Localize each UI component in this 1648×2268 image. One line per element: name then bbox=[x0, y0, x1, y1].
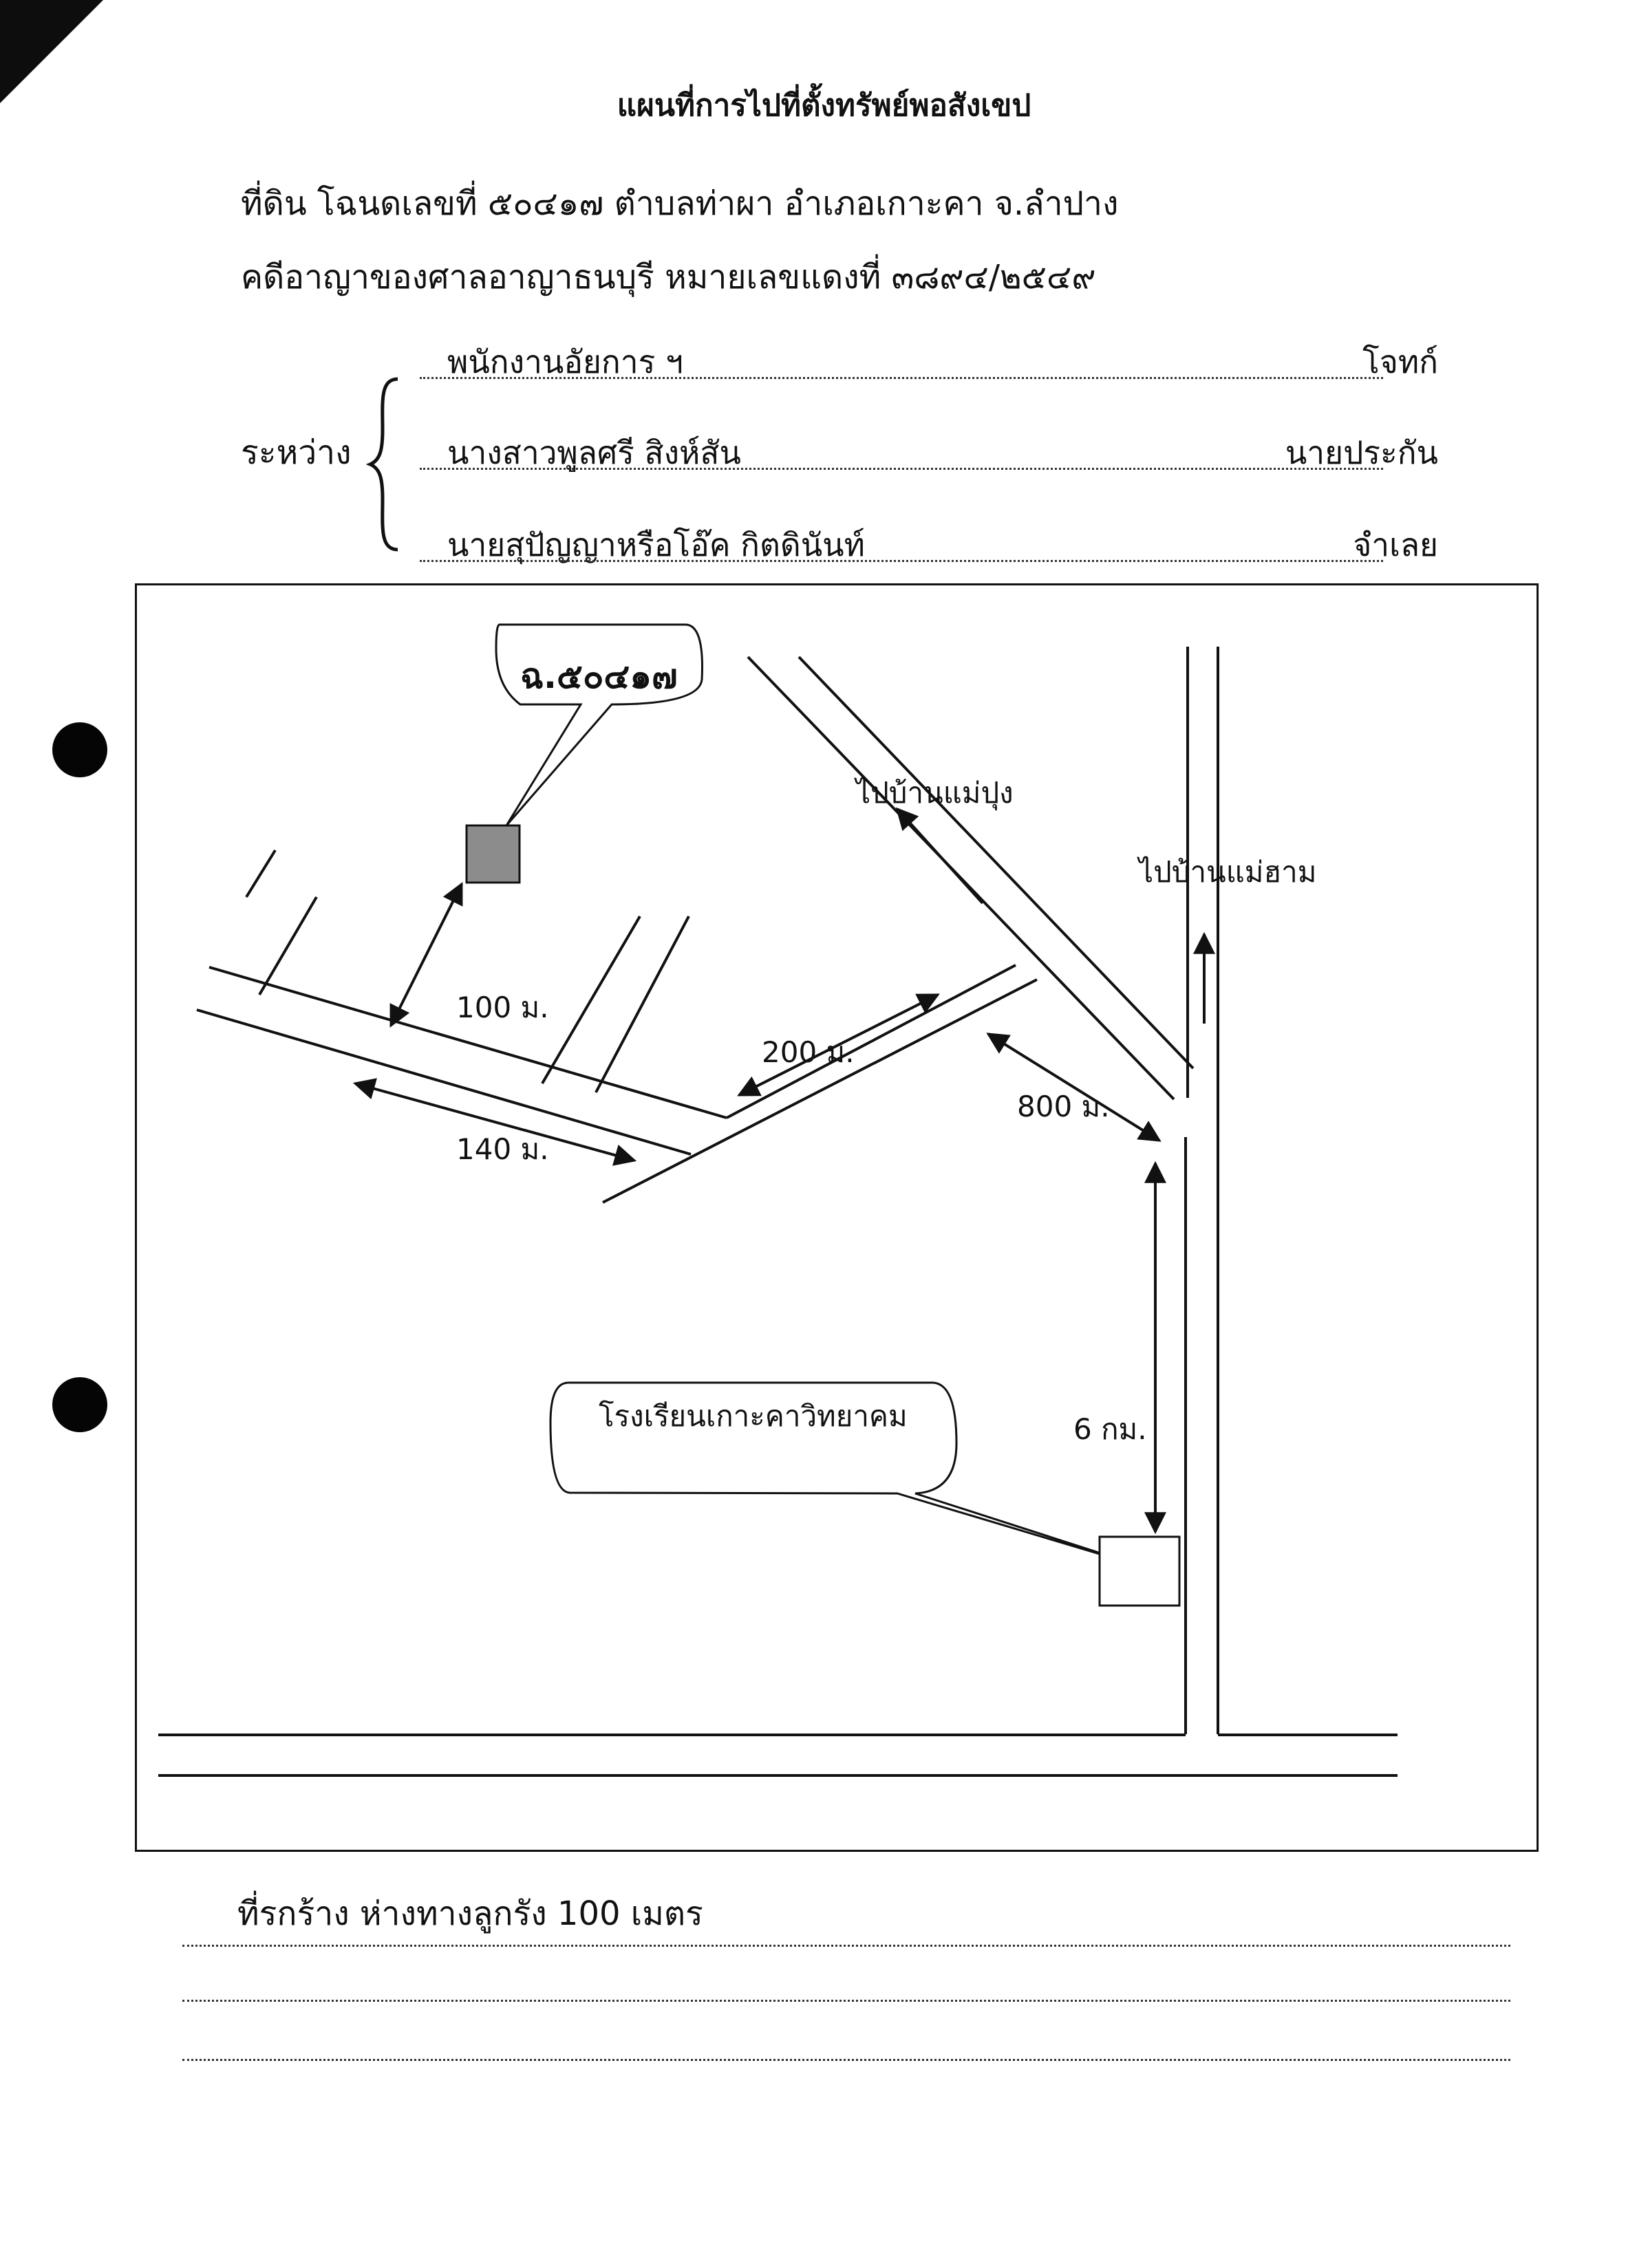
deed-line: ที่ดิน โฉนดเลขที่ ๕๐๔๑๗ ตำบลท่าผา อำเภอเ… bbox=[241, 184, 1119, 223]
school-label: โรงเรียนเกาะคาวิทยาคม bbox=[599, 1399, 908, 1433]
party-role: จำเลย bbox=[1353, 526, 1438, 563]
to-mae-pung-label: ไปบ้านแม่ปุง bbox=[856, 776, 1014, 810]
party-name: นางสาวพูลศรี สิงห์สัน bbox=[447, 434, 741, 471]
distance-200m-label: 200 ม. bbox=[762, 1035, 855, 1069]
road-lower-left-edge-a bbox=[196, 1008, 692, 1156]
party-row-defendant: นายสุปัญญาหรือโอ๊ค กิตดินันท์ จำเลย bbox=[420, 520, 1438, 565]
party-role: นายประกัน bbox=[1285, 434, 1438, 471]
distance-100m-label: 100 ม. bbox=[456, 991, 549, 1024]
distance-800m-label: 800 ม. bbox=[1017, 1090, 1110, 1123]
dotted-line bbox=[182, 2000, 1510, 2002]
distance-6km-label: 6 กม. bbox=[1073, 1412, 1147, 1446]
school-callout bbox=[549, 1381, 1148, 1570]
arrow-100m bbox=[389, 882, 463, 1028]
party-role: โจทก์ bbox=[1362, 343, 1438, 380]
arrow-to-mae-pung bbox=[895, 807, 984, 905]
dotted-line bbox=[420, 560, 1383, 562]
plot-callout bbox=[495, 623, 703, 826]
curly-brace bbox=[365, 377, 398, 552]
party-row-guarantor: นางสาวพูลศรี สิงห์สัน นายประกัน bbox=[420, 428, 1438, 473]
arrow-140m bbox=[352, 1078, 637, 1166]
map-drawing bbox=[158, 623, 1398, 1777]
note-row-2 bbox=[182, 1954, 1510, 2002]
punch-hole-top bbox=[52, 722, 107, 777]
plot-square bbox=[465, 824, 521, 884]
scan-shadow-corner bbox=[0, 0, 103, 103]
note-row-3 bbox=[182, 2013, 1510, 2061]
road-lower-left-edge-b bbox=[208, 966, 727, 1119]
dotted-line bbox=[420, 377, 1383, 379]
map-frame bbox=[135, 583, 1539, 1852]
punch-hole-bottom bbox=[52, 1377, 107, 1432]
arrow-200m bbox=[737, 993, 940, 1097]
dotted-line bbox=[420, 468, 1383, 470]
school-square bbox=[1098, 1535, 1181, 1607]
dotted-line bbox=[182, 2059, 1510, 2061]
party-name: นายสุปัญญาหรือโอ๊ค กิตดินันท์ bbox=[447, 526, 865, 563]
case-line: คดีอาญาของศาลอาญาธนบุรี หมายเลขแดงที่ ๓๘… bbox=[241, 258, 1096, 296]
note-text: ที่รกร้าง ห่างทางลูกรัง 100 เมตร bbox=[237, 1894, 703, 1933]
distance-140m-label: 140 ม. bbox=[456, 1132, 549, 1166]
note-row-1: ที่รกร้าง ห่างทางลูกรัง 100 เมตร bbox=[182, 1894, 1510, 1947]
party-name: พนักงานอัยการ ฯ bbox=[447, 343, 683, 380]
to-mae-ham-label: ไปบ้านแม่ฮาม bbox=[1139, 855, 1317, 889]
arrow-800m bbox=[986, 1033, 1162, 1142]
party-row-prosecutor: พนักงานอัยการ ฯ โจทก์ bbox=[420, 337, 1438, 382]
plot-label: ฉ.๕๐๔๑๗ bbox=[520, 656, 678, 696]
document-title: แผนที่การไปที่ตั้งทรัพย์พอสังเขป bbox=[617, 88, 1031, 123]
between-label: ระหว่าง bbox=[241, 433, 352, 472]
dotted-line bbox=[182, 1945, 1510, 1947]
